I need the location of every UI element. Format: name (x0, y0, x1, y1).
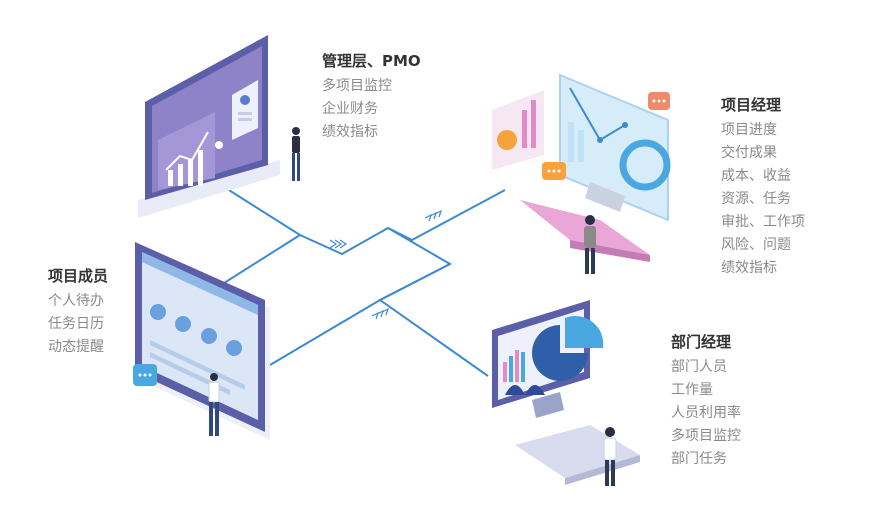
role-title: 项目经理 (721, 96, 782, 114)
role-item: 部门任务 (671, 451, 727, 467)
chat-bubble-blue (133, 364, 157, 386)
role-title: 管理层、PMO (322, 52, 421, 70)
role-item: 审批、工作项 (721, 214, 805, 230)
role-item: 成本、收益 (721, 168, 791, 184)
role-management: 管理层、PMO 多项目监控 企业财务 绩效指标 (322, 51, 421, 144)
role-title: 项目成员 (48, 267, 109, 285)
role-item: 交付成果 (721, 145, 777, 161)
chat-bubble-coral (648, 92, 670, 110)
role-item: 企业财务 (322, 101, 378, 117)
role-item: 多项目监控 (671, 428, 741, 444)
role-department-manager: 部门经理 部门人员 工作量 人员利用率 多项目监控 部门任务 (671, 332, 741, 471)
role-item: 项目进度 (721, 122, 777, 138)
role-item: 人员利用率 (671, 405, 741, 421)
member-monitor (135, 242, 270, 440)
role-item: 个人待办 (48, 293, 104, 309)
role-member: 项目成员 个人待办 任务日历 动态提醒 (48, 266, 108, 359)
role-item: 部门人员 (671, 359, 727, 375)
role-item: 绩效指标 (322, 124, 378, 140)
management-person (292, 127, 300, 181)
network-connection-lines (212, 179, 506, 377)
role-item: 资源、任务 (721, 191, 791, 207)
project-manager-monitor (492, 73, 671, 222)
member-person (208, 373, 220, 436)
role-project-manager: 项目经理 项目进度 交付成果 成本、收益 资源、任务 审批、工作项 风险、问题 … (721, 95, 805, 280)
role-title: 部门经理 (671, 333, 732, 351)
department-manager-person (603, 427, 617, 486)
role-item: 多项目监控 (322, 78, 392, 94)
chat-bubble-orange (542, 162, 566, 180)
department-manager-monitor (492, 300, 604, 418)
role-item: 绩效指标 (721, 260, 777, 276)
management-monitor (138, 35, 280, 218)
role-item: 工作量 (671, 382, 713, 398)
role-item: 任务日历 (48, 316, 104, 332)
role-item: 动态提醒 (48, 339, 104, 355)
role-item: 风险、问题 (721, 237, 791, 253)
signal-chevrons (329, 209, 443, 320)
keyboard-gray (515, 425, 640, 485)
project-manager-person (584, 215, 596, 274)
